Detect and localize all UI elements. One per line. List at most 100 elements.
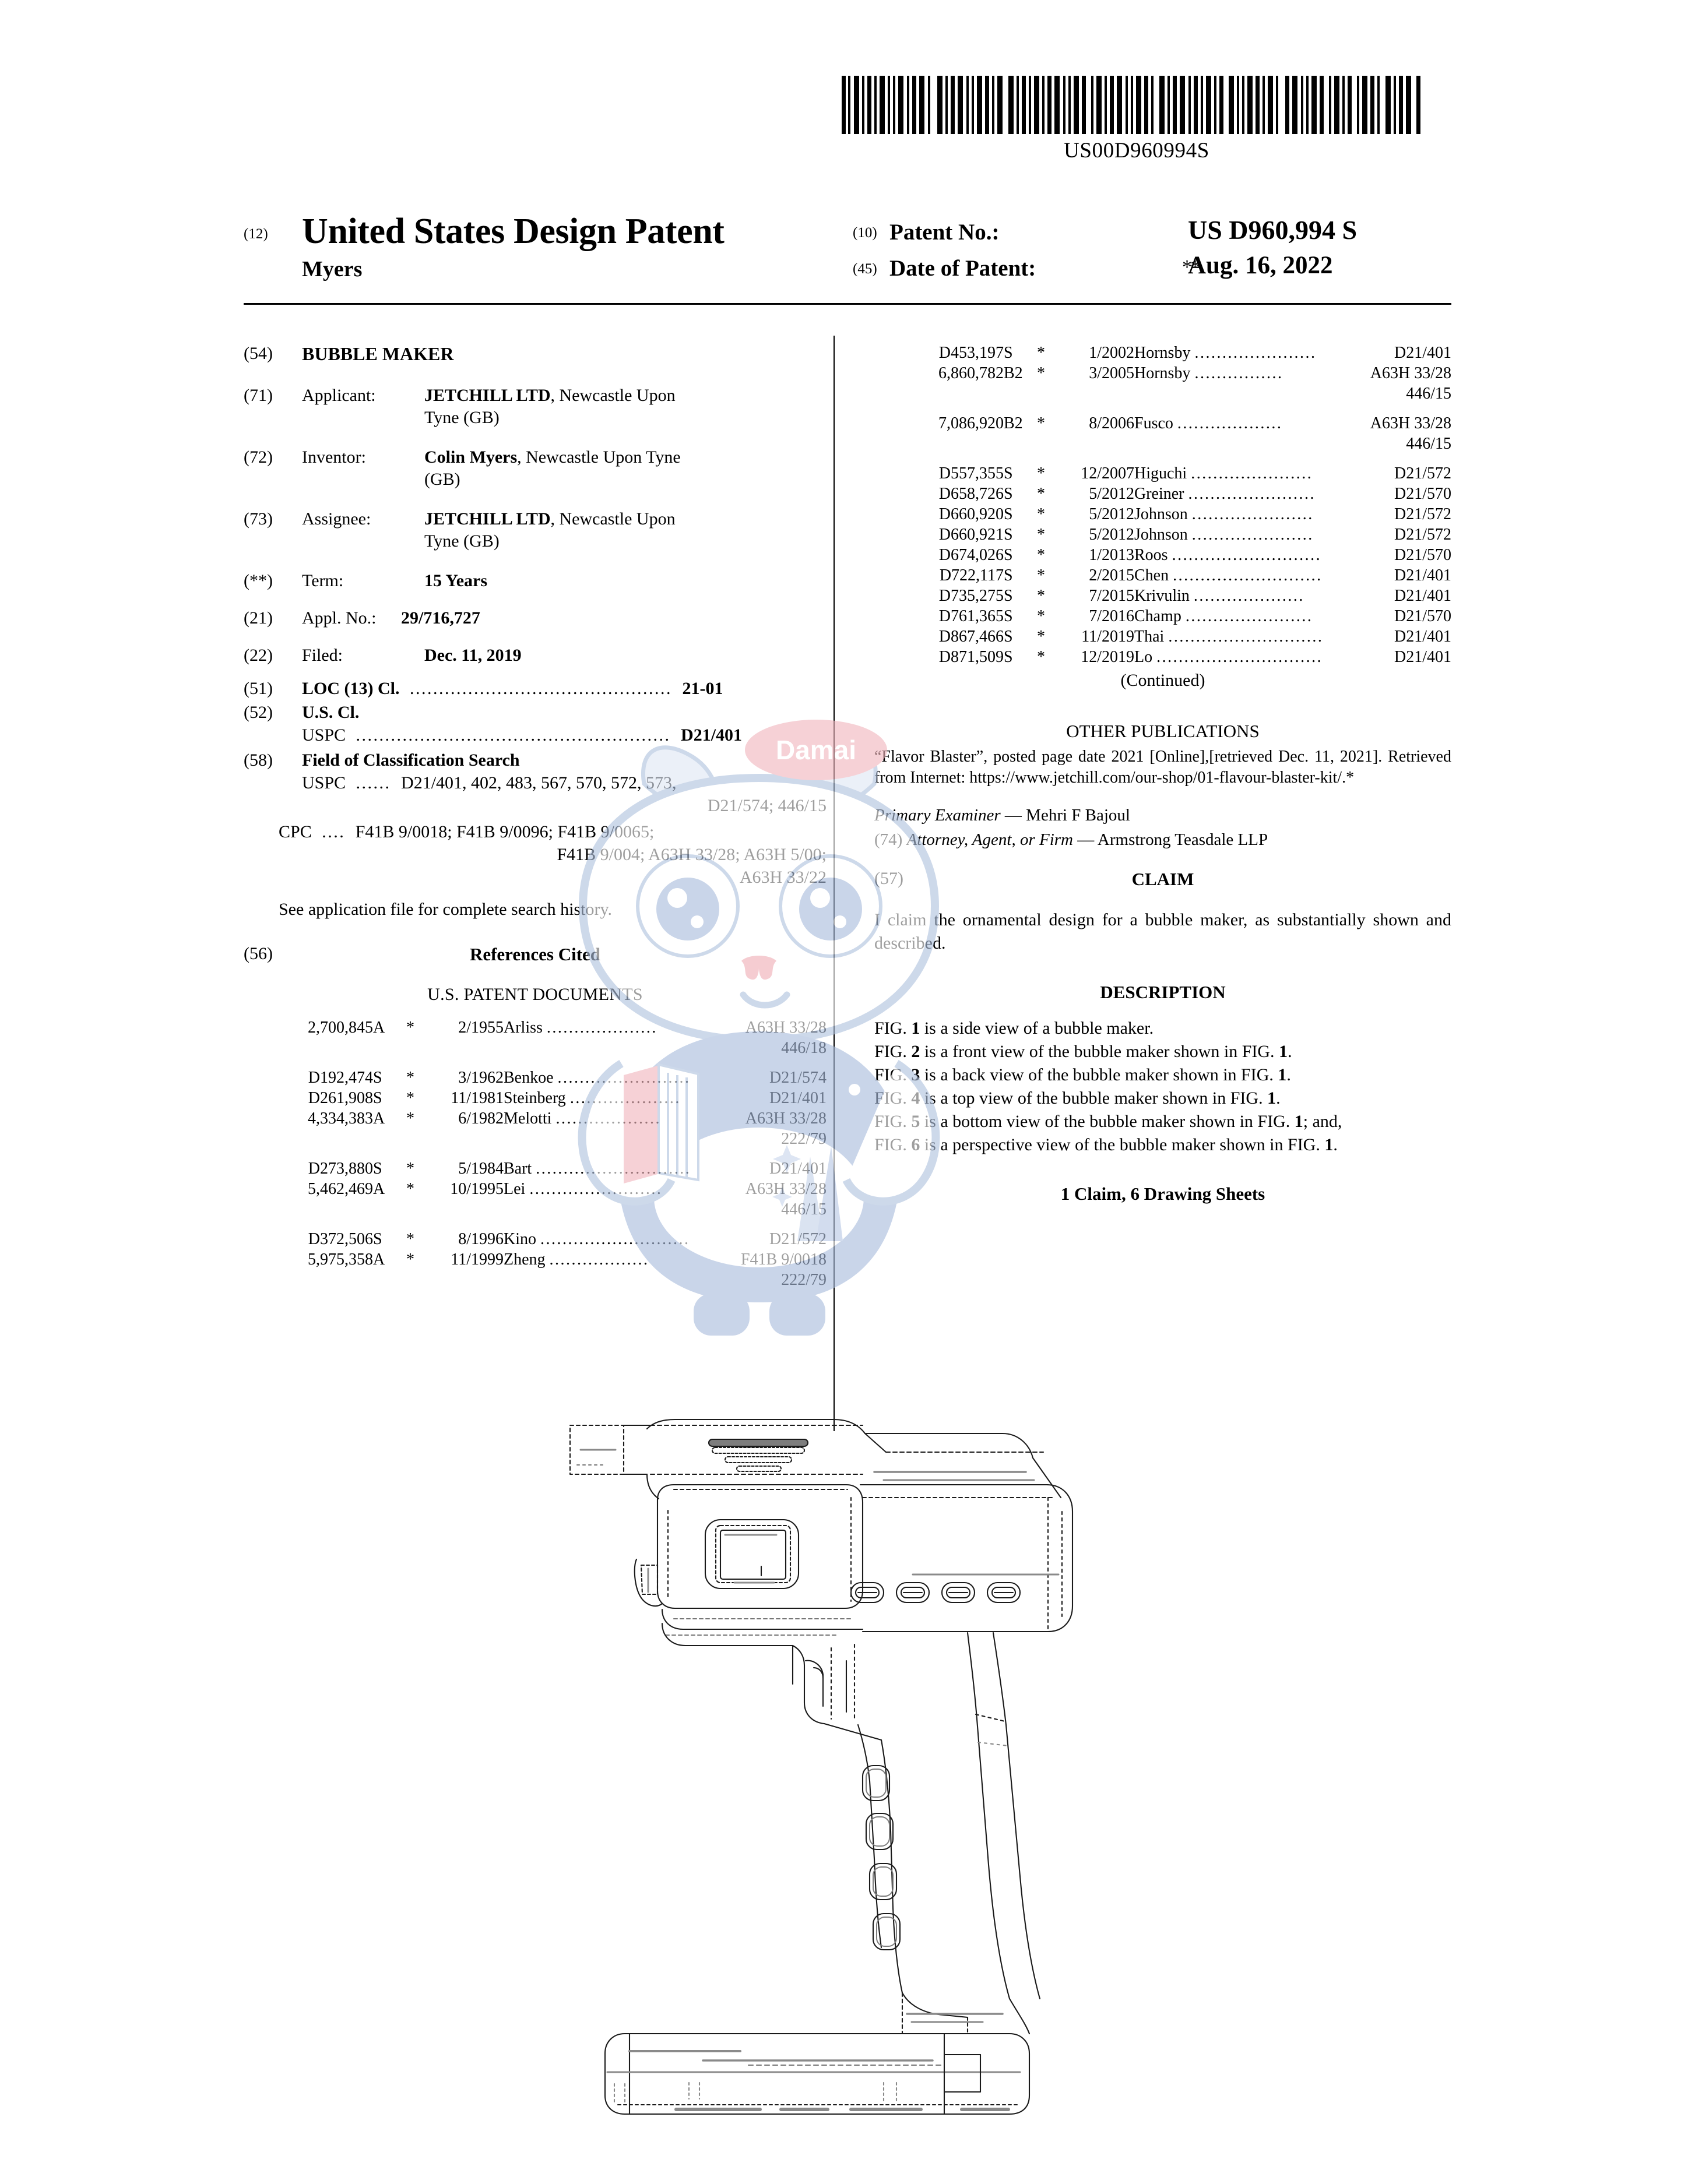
ref-name-text: Lo [1134, 648, 1157, 666]
ref-kind-code: S [1004, 628, 1013, 646]
assignee-name: JETCHILL LTD [424, 509, 551, 529]
inventor-surname: Myers [302, 257, 363, 281]
claim-title: CLAIM [1131, 869, 1194, 889]
ref-dot-leader: ........................ [529, 1180, 663, 1198]
ref-classification: A63H 33/28 [745, 1019, 827, 1037]
ref-asterisk: * [406, 1109, 414, 1128]
ref-dot-leader: ................ [1194, 364, 1283, 382]
ref-asterisk: * [1037, 364, 1045, 382]
ref-date: 2/1955 [458, 1019, 504, 1037]
ref-dot-leader: ........................... [540, 1230, 690, 1248]
ref-dot-leader: ................... [555, 1109, 661, 1128]
ref-dot-leader: .................... [569, 1089, 681, 1107]
attorney-name: Armstrong Teasdale LLP [1097, 830, 1268, 849]
header-rule [244, 303, 1451, 305]
ref-asterisk: * [1037, 607, 1045, 625]
left-column: (54) BUBBLE MAKER (71) Applicant: JETCHI… [244, 343, 827, 1299]
figure-description-item: FIG. 1 is a side view of a bubble maker. [874, 1019, 1154, 1038]
ref-patent-number: D867,466 [938, 628, 1004, 646]
fos-uspc-line1: USPC ...... D21/401, 402, 483, 567, 570,… [244, 772, 827, 794]
ref-name-text: Roos [1134, 546, 1172, 564]
ref-dot-leader: ........................... [1173, 566, 1323, 584]
table-gap [244, 1058, 827, 1068]
ref-patent-number: 4,334,383 [308, 1109, 373, 1128]
ref-dot-leader: ....................... [1188, 485, 1316, 503]
appl-no-label: Appl. No.: [302, 608, 377, 628]
fos-uspc-line2: D21/574; 446/15 [707, 796, 827, 815]
field-of-search-label: Field of Classification Search [302, 751, 520, 770]
ref-patent-number: D192,474 [308, 1069, 373, 1087]
ref-patent-number: D674,026 [938, 546, 1004, 564]
ref-dot-leader: ................... [1177, 414, 1283, 432]
ref-asterisk: * [1037, 628, 1045, 646]
inventor-rest: , Newcastle Upon Tyne [517, 448, 681, 467]
figure-1-side-view-drawing [569, 1418, 1074, 2115]
ref-date: 11/1999 [451, 1250, 504, 1269]
ref-assignee-name: Champ ....................... [1134, 606, 1356, 626]
description-title: DESCRIPTION [1100, 982, 1226, 1002]
field-applicant: (71) Applicant: JETCHILL LTD, Newcastle … [244, 385, 827, 429]
field-inventor: (72) Inventor: Colin Myers, Newcastle Up… [244, 446, 827, 491]
ref-dot-leader: ........................... [1172, 546, 1322, 564]
table-gap [244, 1149, 827, 1158]
applicant-label: Applicant: [302, 386, 376, 405]
field-search-scope: (58) Field of Classification Search [244, 749, 827, 772]
figure-description-item: FIG. 6 is a perspective view of the bubb… [874, 1135, 1338, 1154]
ref-date: 5/2012 [1089, 485, 1134, 503]
ref-dot-leader: ...................... [1191, 526, 1314, 544]
ref-patent-number: D871,509 [938, 648, 1004, 666]
us-cl-label: U.S. Cl. [302, 703, 360, 722]
ref-kind-code: B2 [1004, 364, 1023, 382]
table-row-subclass: 222/79 [244, 1129, 827, 1149]
ref-asterisk: * [1037, 546, 1045, 564]
ref-date: 3/1962 [458, 1069, 504, 1087]
inventor-label: Inventor: [302, 448, 366, 467]
ref-kind-code: S [1004, 587, 1013, 605]
us-patent-documents-subheading: U.S. PATENT DOCUMENTS [427, 985, 643, 1004]
ref-date: 2/2015 [1089, 566, 1134, 584]
ref-classification: F41B 9/0018 [740, 1250, 827, 1269]
figure-description-list: FIG. 1 is a side view of a bubble maker.… [874, 1017, 1451, 1157]
ref-classification: D21/572 [1394, 526, 1451, 544]
ref-name-text: Hornsby [1134, 364, 1195, 382]
ref-classification: D21/572 [1394, 505, 1451, 523]
table-row-subclass: 446/15 [874, 434, 1451, 454]
attorney-line: (74) Attorney, Agent, or Firm — Armstron… [874, 828, 1451, 851]
ref-asterisk: * [1037, 464, 1045, 482]
ref-classification: D21/401 [769, 1089, 827, 1107]
attorney-label: Attorney, Agent, or Firm [906, 830, 1073, 849]
ref-dot-leader: ........................ [557, 1069, 691, 1087]
ref-assignee-name: Melotti ................... [504, 1108, 725, 1129]
ref-patent-number: D722,117 [939, 566, 1004, 584]
ref-classification: D21/574 [769, 1069, 827, 1087]
assignee-label: Assignee: [302, 509, 371, 529]
ref-dot-leader: ............................ [1168, 628, 1324, 646]
ref-classification: D21/401 [1394, 648, 1451, 666]
date-of-patent-label: Date of Patent: [889, 256, 1036, 281]
ref-name-text: Johnson [1134, 526, 1192, 544]
date-of-patent-value: Aug. 16, 2022 [1188, 252, 1333, 279]
patent-number-value: US D960,994 S [1188, 215, 1358, 245]
ref-date: 5/2012 [1089, 526, 1134, 544]
ref-assignee-name: Thai ............................ [1134, 626, 1356, 647]
assignee-line2: Tyne (GB) [424, 531, 500, 551]
ref-assignee-name: Johnson ...................... [1134, 504, 1356, 524]
continued-marker: (Continued) [1120, 671, 1205, 690]
inid-54: (54) [244, 344, 273, 363]
ref-asterisk: * [406, 1250, 414, 1269]
ref-classification: A63H 33/28 [1370, 414, 1451, 432]
ref-kind-code: S [1004, 546, 1013, 564]
inid-term: (**) [244, 571, 273, 590]
uspc-line: USPC ...................................… [244, 724, 827, 746]
filed-value: Dec. 11, 2019 [424, 646, 522, 665]
applicant-name: JETCHILL LTD [424, 386, 551, 405]
